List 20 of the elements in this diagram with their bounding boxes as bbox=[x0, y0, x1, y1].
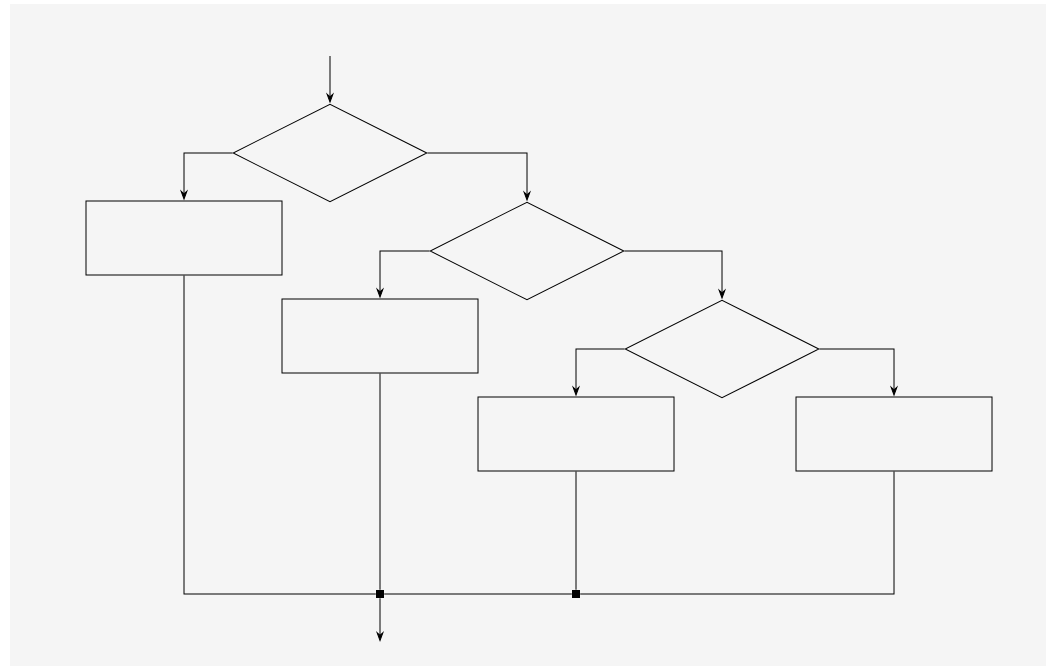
process-box bbox=[795, 396, 993, 472]
arrow bbox=[427, 152, 531, 201]
decision-diamond bbox=[232, 103, 428, 203]
process-box bbox=[477, 396, 675, 472]
connector-line bbox=[579, 471, 895, 595]
arrow bbox=[376, 597, 384, 642]
connector-line bbox=[575, 471, 577, 591]
decision-diamond bbox=[429, 201, 625, 301]
connector-line bbox=[379, 373, 381, 591]
process-box bbox=[281, 298, 479, 374]
connector-line bbox=[183, 275, 377, 595]
connector-line bbox=[383, 593, 573, 595]
arrow bbox=[326, 55, 334, 103]
arrow bbox=[819, 348, 898, 396]
process-box bbox=[85, 200, 283, 276]
arrow bbox=[180, 152, 233, 200]
decision-diamond bbox=[624, 299, 820, 399]
arrow bbox=[376, 250, 430, 298]
arrow bbox=[572, 348, 625, 396]
arrow bbox=[624, 250, 726, 299]
